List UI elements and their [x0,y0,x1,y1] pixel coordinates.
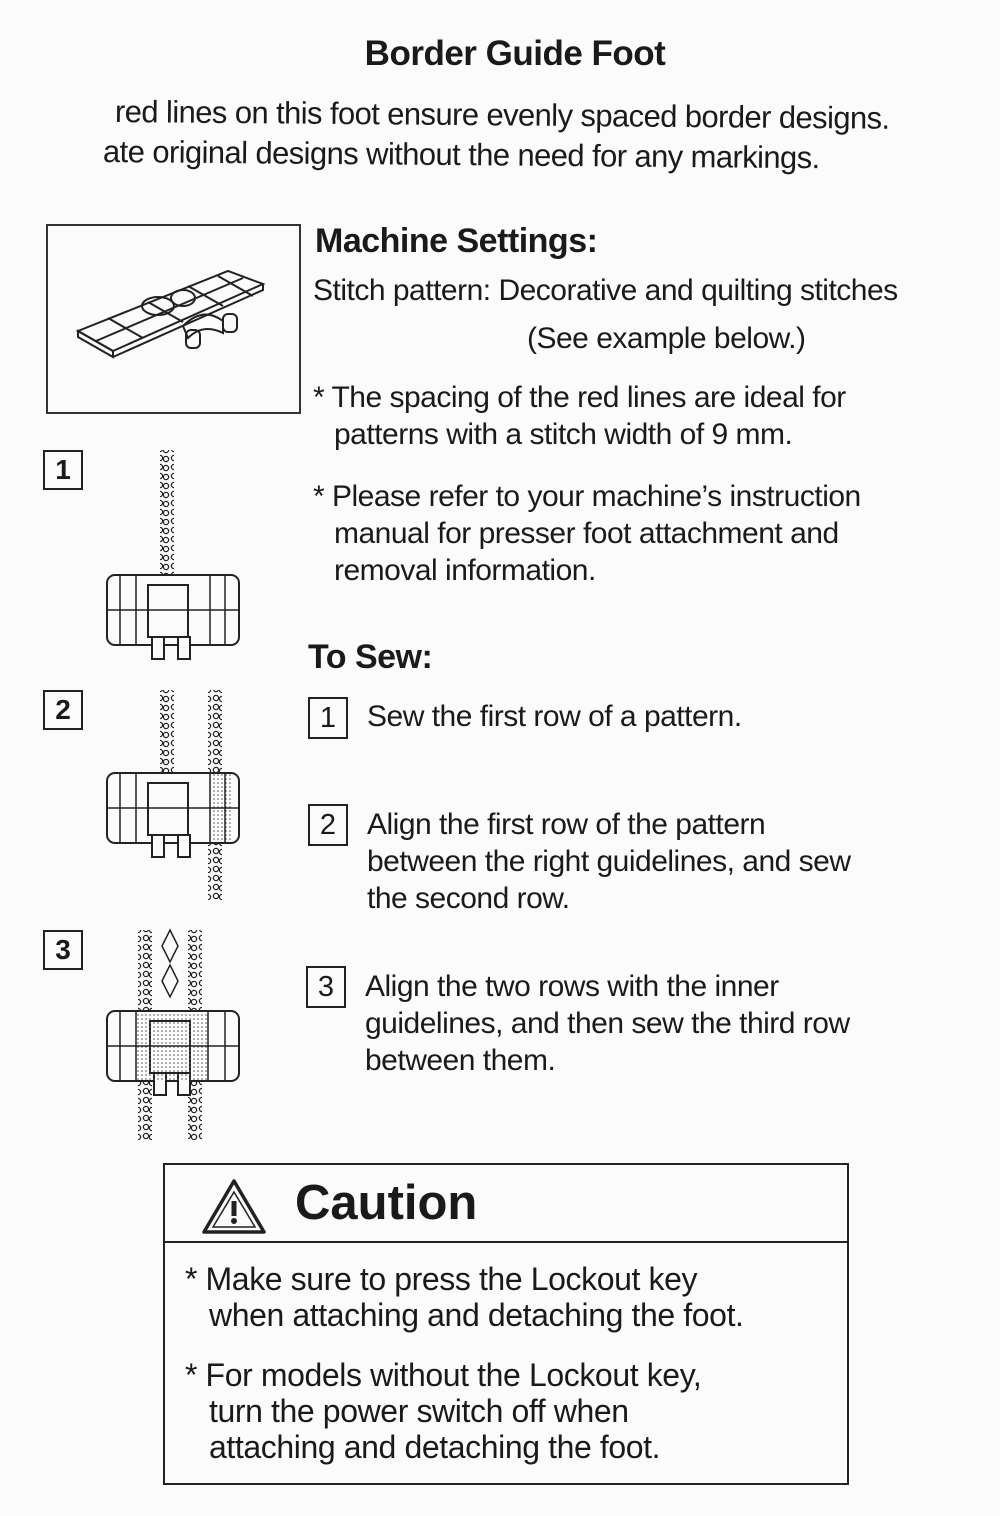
presser-foot-illustration [46,224,301,414]
caution-line: when attaching and detaching the foot. [209,1297,744,1333]
step-line: between the right guidelines, and sew [367,845,851,878]
caution-item-lockout: * Make sure to press the Lockout key whe… [185,1261,744,1333]
figure-2-diagram [106,690,240,900]
step-line: Align the two rows with the inner [365,970,779,1003]
note-spacing: * The spacing of the red lines are ideal… [313,379,846,453]
step-line: guidelines, and then sew the third row [365,1007,850,1040]
caution-item-power: * For models without the Lockout key, tu… [185,1357,702,1465]
step-number-2: 2 [308,804,348,846]
stitch-pattern-label: Stitch pattern: [313,274,491,307]
note-manual: * Please refer to your machine’s instruc… [313,478,861,589]
stitch-pattern-value: Decorative and quilting stitches [498,274,898,307]
figure-number-3: 3 [43,930,83,970]
to-sew-heading: To Sew: [308,638,433,676]
step-line: Align the first row of the pattern [367,808,766,841]
note-line: removal information. [334,554,596,587]
stitch-pattern-row: Stitch pattern: Decorative and quilting … [313,272,898,309]
intro-line-2: ate original designs without the need fo… [102,134,820,176]
step-number-1: 1 [308,697,348,739]
caution-heading: Caution [295,1176,478,1230]
figure-1-diagram [106,450,240,660]
note-line: * The spacing of the red lines are ideal… [313,381,846,414]
caution-line: * Make sure to press the Lockout key [185,1261,698,1297]
intro-line-1: red lines on this foot ensure evenly spa… [114,94,890,136]
example-note: (See example below.) [527,322,806,355]
step-line: the second row. [367,882,570,915]
step-3-text: Align the two rows with the inner guidel… [365,968,850,1079]
caution-line: attaching and detaching the foot. [209,1429,661,1465]
machine-settings-heading: Machine Settings: [315,222,598,260]
caution-line: turn the power switch off when [209,1393,629,1429]
figure-number-2: 2 [43,690,83,730]
note-line: * Please refer to your machine’s instruc… [313,480,861,513]
step-number-3: 3 [306,966,346,1008]
step-1-text: Sew the first row of a pattern. [367,698,742,735]
caution-header: Caution [165,1165,847,1243]
note-line: manual for presser foot attachment and [334,517,839,550]
caution-box: Caution * Make sure to press the Lockout… [163,1163,849,1485]
step-line: Sew the first row of a pattern. [367,700,742,733]
caution-line: * For models without the Lockout key, [185,1357,702,1393]
step-2-text: Align the first row of the pattern betwe… [367,806,851,917]
warning-triangle-icon [202,1179,266,1234]
figure-3-diagram [106,928,240,1140]
note-line: patterns with a stitch width of 9 mm. [334,418,793,451]
step-line: between them. [365,1044,556,1077]
page-title: Border Guide Foot [364,34,666,73]
figure-number-1: 1 [43,450,83,490]
